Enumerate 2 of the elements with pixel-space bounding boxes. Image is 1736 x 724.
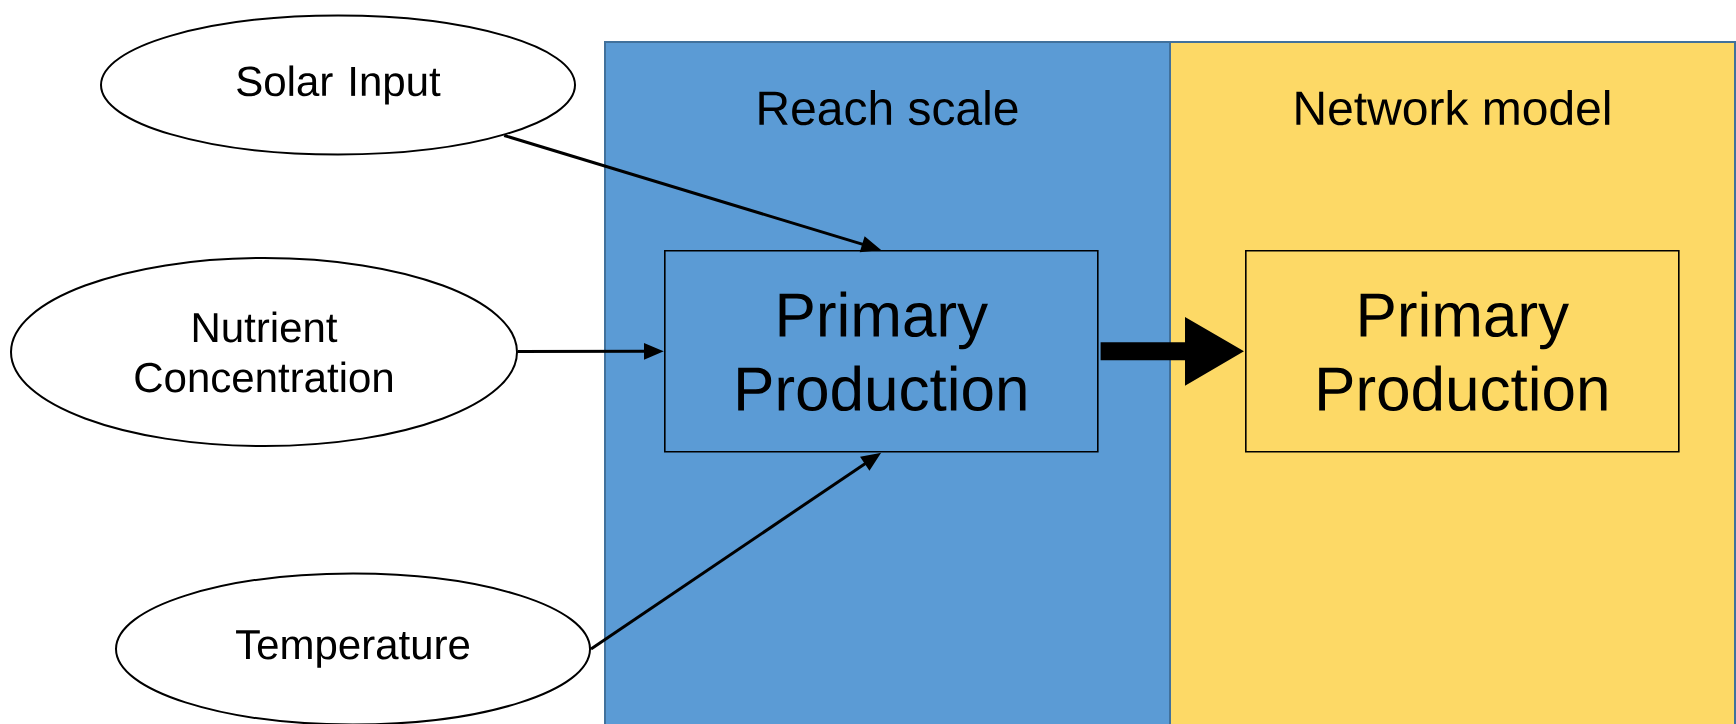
process-box: Primary Production — [1245, 250, 1680, 453]
process-box: Primary Production — [664, 250, 1099, 453]
